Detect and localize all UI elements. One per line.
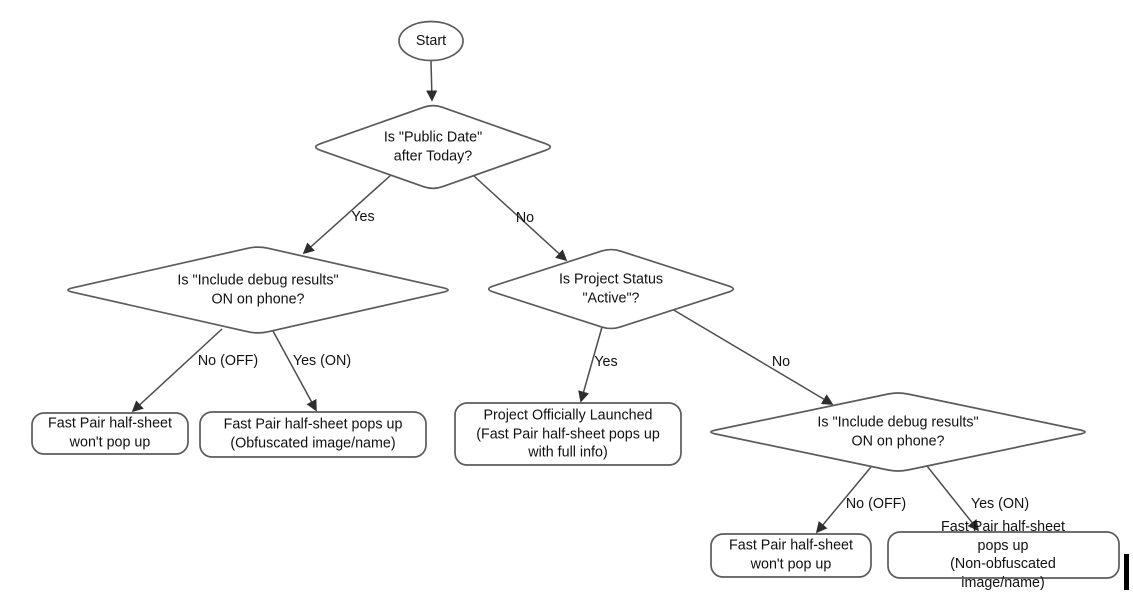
edge-no-to-project-status xyxy=(473,175,568,262)
result-obfuscated-shape xyxy=(199,411,427,458)
edge-nooff-to-no-popup-right xyxy=(815,466,872,534)
start-terminator-shape xyxy=(398,20,464,62)
text-cursor-artifact xyxy=(1124,554,1129,590)
edge-yeson-to-obfuscated xyxy=(272,330,317,412)
result-launched-shape xyxy=(454,402,682,466)
decision-project-status-shape xyxy=(487,248,735,330)
edge-start-to-public-date xyxy=(426,60,438,102)
result-non-obfuscated-shape xyxy=(887,531,1120,579)
result-no-popup-right-shape xyxy=(710,533,872,578)
edge-no-to-debug-right xyxy=(671,308,834,405)
edge-yes-to-debug-left xyxy=(302,174,392,255)
decision-debug-right-shape xyxy=(710,392,1086,472)
result-no-popup-left-shape xyxy=(31,412,189,455)
edge-nooff-to-no-popup-left xyxy=(131,328,223,413)
edge-yeson-to-non-obfuscated xyxy=(926,465,980,532)
decision-debug-left-shape xyxy=(67,246,449,334)
edge-yes-to-launched xyxy=(578,326,603,403)
decision-public-date-shape xyxy=(314,104,552,190)
